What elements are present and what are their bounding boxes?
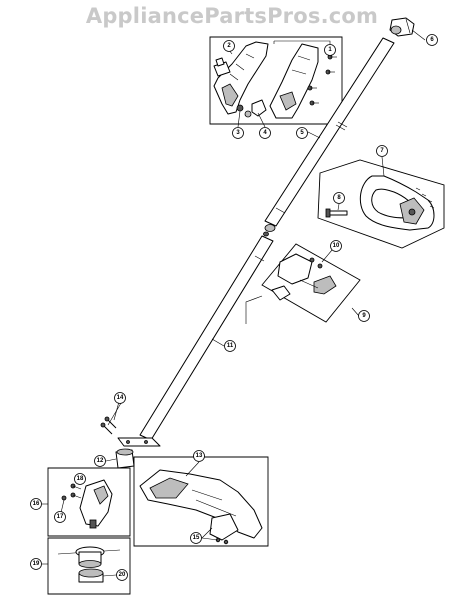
svg-text:4: 4 xyxy=(263,130,267,136)
upper-shaft xyxy=(264,37,395,227)
svg-text:13: 13 xyxy=(196,453,203,459)
gearhead xyxy=(79,479,113,529)
watermark: AppliancePartsPros.com xyxy=(85,4,379,28)
svg-text:1: 1 xyxy=(328,47,332,53)
deflector-shield xyxy=(139,469,263,539)
svg-text:8: 8 xyxy=(337,195,341,201)
callout-17: 17 xyxy=(54,511,66,523)
callout-12: 12 xyxy=(94,455,106,467)
shaft-coupler xyxy=(263,224,276,237)
svg-text:7: 7 xyxy=(380,148,384,154)
svg-text:2: 2 xyxy=(227,43,231,49)
callout-18: 18 xyxy=(74,473,86,485)
trimmer-spool xyxy=(78,568,104,583)
shaft-clamp xyxy=(271,253,337,301)
callout-3: 3 xyxy=(232,127,244,139)
shaft-bracket xyxy=(117,437,161,447)
callout-6: 6 xyxy=(426,34,438,46)
svg-text:17: 17 xyxy=(57,514,64,520)
trigger-lever xyxy=(213,57,231,77)
svg-text:9: 9 xyxy=(362,313,366,319)
switch-button xyxy=(244,99,267,118)
callout-5: 5 xyxy=(296,127,308,139)
lower-shaft xyxy=(139,235,274,441)
callout-9: 9 xyxy=(358,310,370,322)
gear-coupler xyxy=(115,448,135,469)
callout-13: 13 xyxy=(193,450,205,462)
assist-handle xyxy=(359,175,435,231)
svg-text:12: 12 xyxy=(97,458,104,464)
svg-text:3: 3 xyxy=(236,130,240,136)
callout-7: 7 xyxy=(376,145,388,157)
svg-text:6: 6 xyxy=(430,37,434,43)
group-box-trimmer-head xyxy=(47,537,131,595)
callout-16: 16 xyxy=(30,498,42,510)
deflector-blade xyxy=(209,513,239,545)
bracket-screws xyxy=(100,416,117,435)
callout-2: 2 xyxy=(223,40,235,52)
callout-20: 20 xyxy=(116,569,128,581)
group-box-deflector xyxy=(133,456,269,547)
gearhead-screws xyxy=(61,483,82,501)
trimmer-head xyxy=(57,546,121,568)
callout-1: 1 xyxy=(324,44,336,56)
svg-text:19: 19 xyxy=(33,561,40,567)
svg-text:11: 11 xyxy=(227,343,234,349)
svg-text:15: 15 xyxy=(193,535,200,541)
svg-text:10: 10 xyxy=(333,243,340,249)
group-box-handle-loop xyxy=(317,159,445,249)
trigger-housing xyxy=(213,41,269,115)
svg-text:14: 14 xyxy=(117,395,124,401)
callout-8: 8 xyxy=(333,192,345,204)
callout-15: 15 xyxy=(190,532,202,544)
callout-19: 19 xyxy=(30,558,42,570)
callout-11: 11 xyxy=(224,340,236,352)
shaft-end-cap xyxy=(389,17,415,37)
callout-10: 10 xyxy=(330,240,342,252)
handle-bolt xyxy=(325,208,348,218)
handle-cover xyxy=(269,43,319,119)
callout-14: 14 xyxy=(114,392,126,404)
svg-text:16: 16 xyxy=(33,501,40,507)
svg-text:18: 18 xyxy=(77,476,84,482)
svg-text:5: 5 xyxy=(300,130,304,136)
svg-text:20: 20 xyxy=(119,572,126,578)
group-box-gearhead xyxy=(47,467,131,537)
callout-4: 4 xyxy=(259,127,271,139)
group-box-clamp xyxy=(261,243,361,323)
